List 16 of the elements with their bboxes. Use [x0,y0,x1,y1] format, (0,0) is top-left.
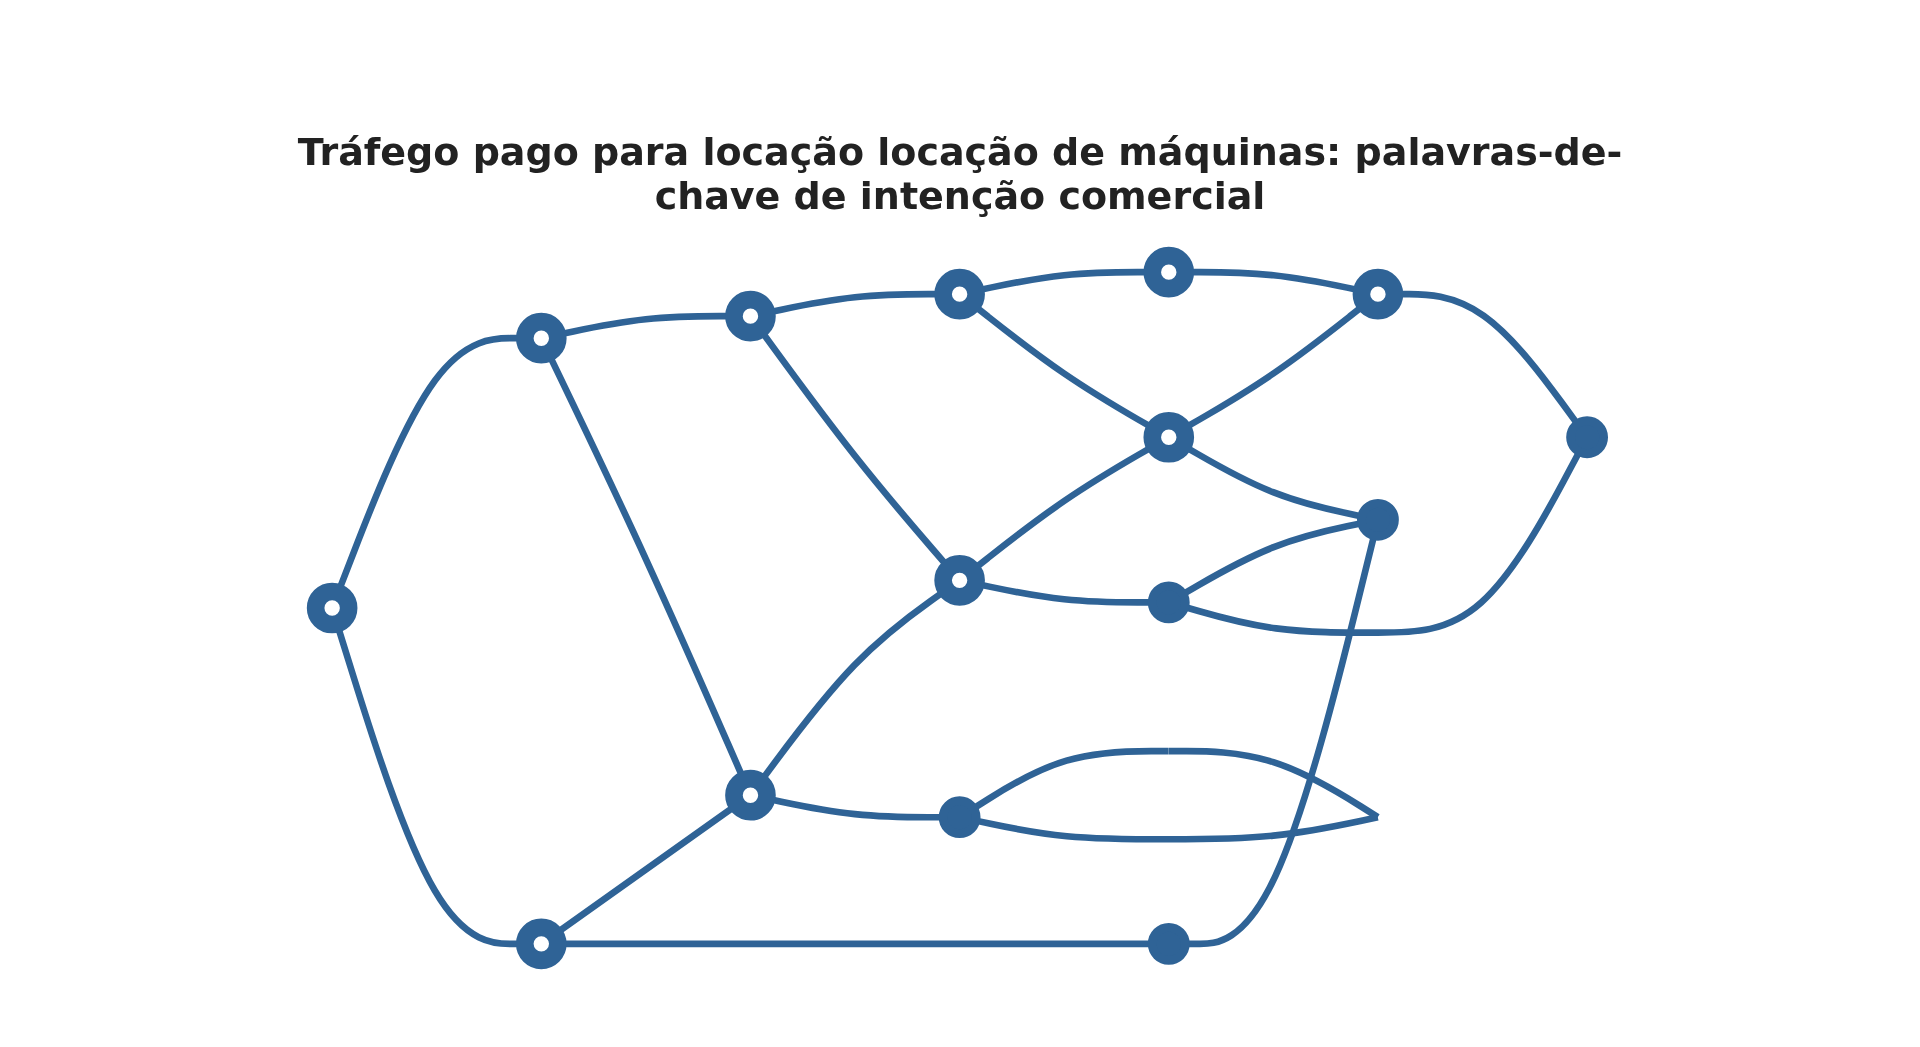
node-circle [1143,246,1195,298]
node-circle [1148,922,1191,965]
node-circle [1566,416,1609,459]
node-circle [1357,498,1400,541]
node-circle [1353,268,1404,320]
node-circle [516,918,567,970]
node-circle [934,555,986,606]
node-circle [307,582,358,634]
node-circle [1143,411,1195,463]
node-circle [725,290,777,342]
node-circle [725,769,777,821]
node-circle [934,268,986,320]
node-circle [516,312,567,364]
node-circle [1148,581,1191,624]
diagram-title: Tráfego pago para locação locação de máquinas: palavras-de-chave de intenção comercial [296,130,1624,218]
node-circle [939,796,981,839]
